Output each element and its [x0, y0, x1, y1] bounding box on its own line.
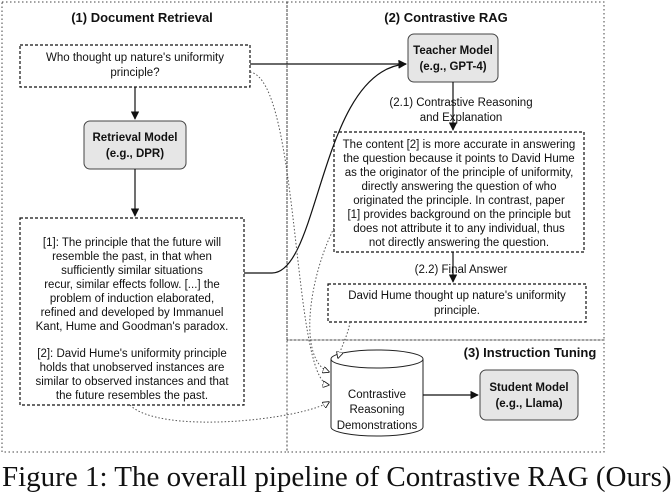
- question-line-2: principle?: [110, 67, 159, 79]
- pipeline-diagram: (1) Document Retrieval (2) Contrastive R…: [1, 1, 605, 453]
- reasoning-line-2: the question because it points to David …: [343, 153, 574, 165]
- step-2-1-label-line-1: (2.1) Contrastive Reasoning: [389, 97, 532, 109]
- dotted-arrow-documents-to-demos: [129, 402, 329, 423]
- arrow-documents-to-teacher: [244, 60, 407, 274]
- doc1-line-4: recur, similar effects follow. [...] the: [44, 279, 220, 291]
- teacher-model-example: (e.g., GPT-4): [419, 61, 486, 73]
- retrieval-model-name: Retrieval Model: [93, 132, 178, 144]
- retrieved-documents-box: [1]: The principle that the future will …: [19, 217, 245, 406]
- doc2-line-4: the future resembles the past.: [56, 390, 208, 402]
- doc1-line-6: refined and developed by Immanuel: [41, 307, 224, 319]
- doc1-line-7: Kant, Hume and Goodman's paradox.: [36, 321, 229, 333]
- reasoning-line-3: as the originator of the principle of un…: [345, 167, 574, 179]
- reasoning-line-5: originated the principle. In contrast, p…: [353, 195, 565, 207]
- reasoning-line-4: directly answering the question of who: [362, 181, 557, 193]
- doc1-line-1: [1]: The principle that the future will: [43, 237, 221, 249]
- student-model-name: Student Model: [489, 382, 568, 394]
- figure-caption: Figure 1: The overall pipeline of Contra…: [2, 461, 672, 493]
- reasoning-line-6: [1] provides background on the principle…: [347, 209, 571, 221]
- retrieval-model-box: Retrieval Model (e.g., DPR): [83, 120, 187, 170]
- doc2-line-2: holds that unobserved instances are: [40, 362, 225, 374]
- student-model-box: Student Model (e.g., Llama): [479, 369, 579, 421]
- teacher-model-box: Teacher Model (e.g., GPT-4): [407, 33, 499, 83]
- retrieval-model-example: (e.g., DPR): [106, 148, 164, 160]
- step-2-2-label: (2.2) Final Answer: [415, 264, 508, 276]
- teacher-model-name: Teacher Model: [413, 45, 493, 57]
- doc1-line-2: resemble the past, in that when: [52, 251, 212, 263]
- section-title-instruction-tuning: (3) Instruction Tuning: [464, 345, 597, 360]
- dotted-arrow-reasoning-to-demos: [309, 227, 335, 372]
- demonstrations-line-3: Demonstrations: [337, 420, 418, 432]
- section-title-document-retrieval: (1) Document Retrieval: [71, 10, 213, 25]
- final-answer-line-2: principle.: [434, 305, 480, 317]
- doc1-line-3: sufficiently similar situations: [61, 265, 203, 277]
- demonstrations-line-2: Reasoning: [350, 404, 405, 416]
- dotted-arrow-answer-to-demos: [338, 321, 351, 358]
- dotted-arrow-question-to-demos: [249, 71, 329, 385]
- reasoning-line-1: The content [2] is more accurate in answ…: [343, 139, 576, 151]
- final-answer-box: David Hume thought up nature's uniformit…: [327, 283, 587, 323]
- question-line-1: Who thought up nature's uniformity: [46, 52, 224, 64]
- demonstrations-database: Contrastive Reasoning Demonstrations: [330, 349, 424, 437]
- final-answer-line-1: David Hume thought up nature's uniformit…: [348, 290, 566, 302]
- section-3-frame: [286, 339, 605, 453]
- question-box: Who thought up nature's uniformity princ…: [19, 44, 251, 88]
- section-title-contrastive-rag: (2) Contrastive RAG: [384, 10, 508, 25]
- doc2-line-3: similar to observed instances and that: [35, 376, 229, 388]
- section-1-frame: [1, 1, 288, 453]
- demonstrations-line-1: Contrastive: [348, 389, 406, 401]
- reasoning-line-8: not directly answering the question.: [369, 237, 549, 249]
- contrastive-reasoning-box: The content [2] is more accurate in answ…: [333, 131, 585, 253]
- reasoning-line-7: does not attribute it to any individual,…: [353, 223, 565, 235]
- doc1-line-5: problem of induction elaborated,: [50, 293, 214, 305]
- student-model-example: (e.g., Llama): [495, 398, 562, 410]
- doc2-line-1: [2]: David Hume's uniformity principle: [37, 348, 226, 360]
- step-2-1-label-line-2: and Explanation: [420, 112, 502, 124]
